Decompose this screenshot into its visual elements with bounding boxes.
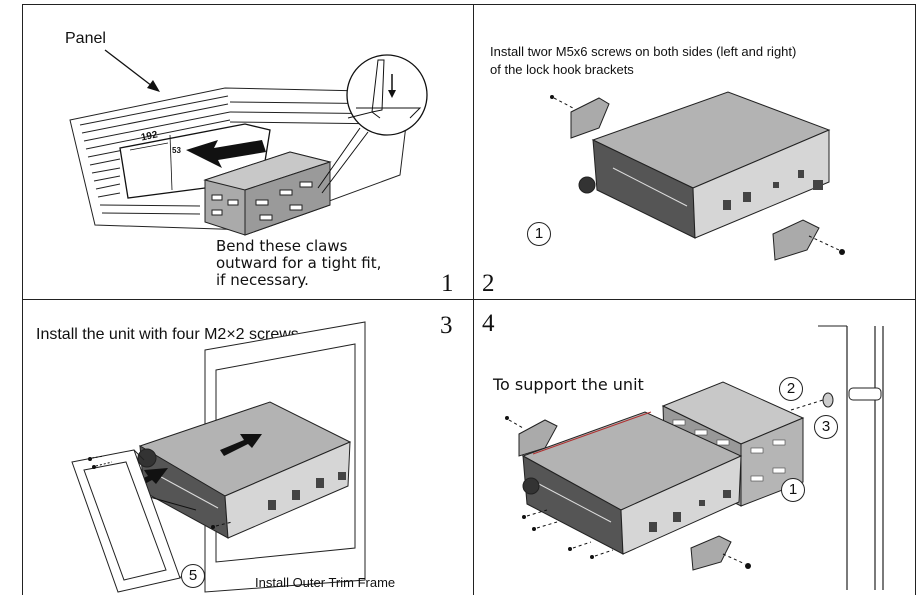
panel-label: Panel xyxy=(65,30,106,47)
dash-panel-illustration xyxy=(69,49,428,236)
panel3-instruction: Install the unit with four M2×2 screws xyxy=(36,326,299,343)
step-number-1: 1 xyxy=(441,270,454,297)
callout-1b: 1 xyxy=(781,478,805,502)
panel2-instruction-line-2: of the lock hook brackets xyxy=(490,62,634,77)
panel2-instruction-line-1: Install twor M5x6 screws on both sides (… xyxy=(490,44,797,59)
panel2-instruction: Install twor M5x6 screws on both sides (… xyxy=(490,43,796,79)
claw-note-line-1: Bend these claws xyxy=(216,237,348,255)
callout-5: 5 xyxy=(181,564,205,588)
step-number-2: 2 xyxy=(482,270,495,297)
dimension-height: 53 xyxy=(172,146,181,155)
horizontal-divider xyxy=(22,299,916,300)
callout-1: 1 xyxy=(527,222,551,246)
callout-2: 2 xyxy=(779,377,803,401)
claw-note-line-2: outward for a tight fit, xyxy=(216,254,382,272)
unit-install-illustration xyxy=(71,321,366,593)
head-unit-bracket-illustration xyxy=(550,91,845,261)
claw-note-line-3: if necessary. xyxy=(216,271,309,289)
claw-note: Bend these claws outward for a tight fit… xyxy=(216,238,381,289)
step-number-3: 3 xyxy=(440,312,453,339)
step-number-4: 4 xyxy=(482,310,495,337)
callout-3: 3 xyxy=(814,415,838,439)
support-bracket-illustration xyxy=(505,325,884,590)
support-label: To support the unit xyxy=(493,375,644,394)
trim-frame-label: Install Outer Trim Frame xyxy=(255,575,396,590)
